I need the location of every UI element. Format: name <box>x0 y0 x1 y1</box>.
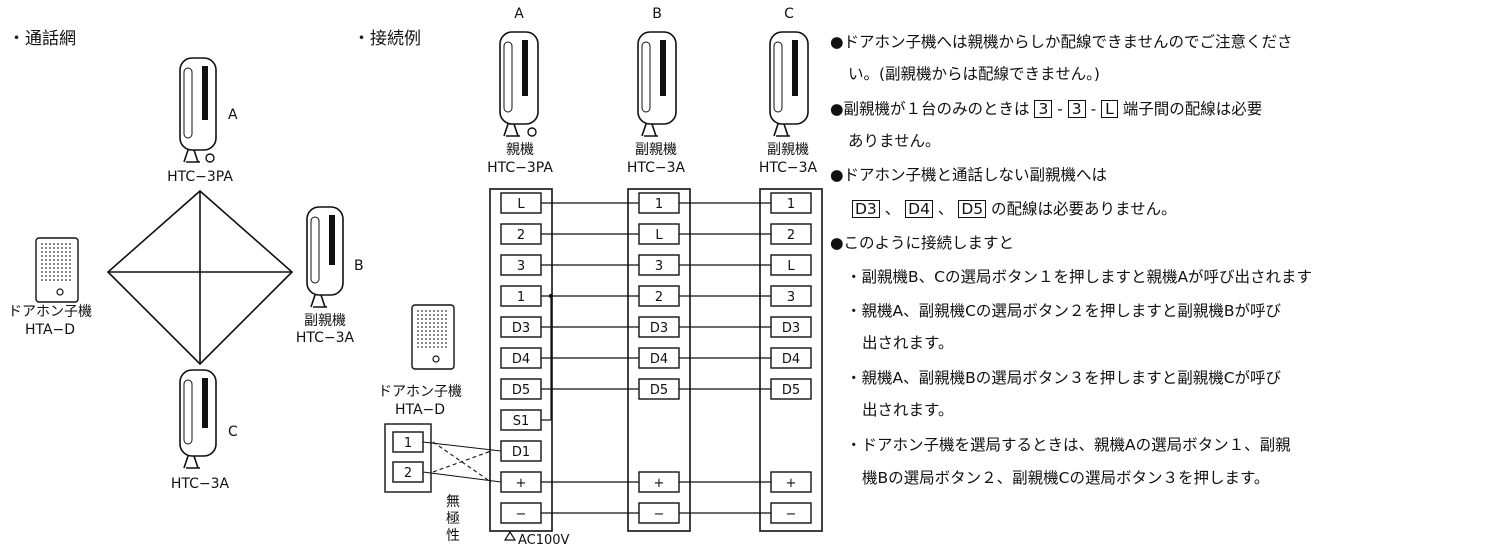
door-terminal-block <box>384 423 432 493</box>
terminal-label-a-0: L <box>517 197 525 212</box>
bullet-2b: 出されます。 <box>862 334 954 352</box>
door-terminal-label-1: 2 <box>404 466 412 481</box>
unit-a-letter: A <box>514 6 524 22</box>
unit-b-letter: B <box>652 6 662 22</box>
phone-b-role: 副親機 <box>304 313 346 329</box>
note-2b: ありません。 <box>848 132 941 150</box>
terminal-label-c-0: 1 <box>787 197 795 212</box>
door-wire-2 <box>422 471 502 483</box>
terminal-label-a-3: 1 <box>517 290 525 305</box>
terminal-label-a-6: D5 <box>512 383 530 398</box>
connection-diagram: L231D3D4D5S1D1+−1L32D3D4D5+−12L3D3D4D5+−… <box>384 31 823 541</box>
note-4: ●このように接続しますと <box>830 234 1015 252</box>
terminal-strip-a <box>489 188 553 532</box>
note-1b: い。(副親機からは配線できません。) <box>848 65 1100 83</box>
terminal-label-a-1: 2 <box>517 228 525 243</box>
terminal-label-a-9: + <box>516 476 527 491</box>
phone-c-letter: C <box>228 424 238 440</box>
terminal-label-c-5: D4 <box>782 352 800 367</box>
unit-b-role: 副親機 <box>635 142 677 158</box>
unit-a-role: 親機 <box>506 142 534 158</box>
bullet-3b: 出されます。 <box>862 401 954 419</box>
door-phone-icon <box>35 237 79 303</box>
bullet-4b: 機Bの選局ボタン２、副親機Cの選局ボタン３を押します。 <box>862 469 1270 487</box>
terminal-label-b-3: 2 <box>655 290 663 305</box>
terminal-strip-b <box>627 188 691 532</box>
phone-a-letter: A <box>228 107 238 123</box>
unit-c-model: HTC−3A <box>758 160 818 176</box>
terminal-label-c-4: D3 <box>782 321 800 336</box>
terminal-label-c-1: 2 <box>787 228 795 243</box>
note-2a: ●副親機が１台のみのときは 3 - 3 - L 端子間の配線は必要 <box>830 100 1263 118</box>
unit-c-letter: C <box>784 6 794 22</box>
terminal-label-b-5: D4 <box>650 352 668 367</box>
terminal-label-c-10: − <box>786 507 797 522</box>
conn-door-role: ドアホン子機 <box>378 384 462 400</box>
unit-a-phone-icon <box>499 31 539 137</box>
nonpolar-label-3: 性 <box>446 528 460 544</box>
terminal-label-b-2: 3 <box>655 259 663 274</box>
nonpolar-label-1: 無 <box>446 494 460 510</box>
door-phone-icon-2 <box>411 304 455 370</box>
jumper-node <box>548 293 554 299</box>
phone-b-icon <box>306 206 344 308</box>
unit-b-phone-icon <box>637 31 677 137</box>
terminal-label-c-9: + <box>786 476 797 491</box>
terminal-label-a-10: − <box>516 507 527 522</box>
phone-a-icon <box>179 57 217 163</box>
phone-a-model: HTC−3PA <box>167 169 233 185</box>
terminal-label-c-6: D5 <box>782 383 800 398</box>
bullet-3a: ・親機A、副親機Bの選局ボタン３を押しますと副親機Cが呼び <box>846 369 1282 387</box>
unit-b-model: HTC−3A <box>626 160 686 176</box>
note-1a: ●ドアホン子機へは親機からしか配線できませんのでご注意くださ <box>830 33 1293 51</box>
door-model: HTA−D <box>24 322 76 338</box>
phone-c-icon <box>179 369 217 469</box>
connection-title: ・接続例 <box>353 29 421 49</box>
terminal-label-c-2: L <box>787 259 795 274</box>
terminal-label-a-4: D3 <box>512 321 530 336</box>
note-3b: D3 、 D4 、 D5 の配線は必要ありません。 <box>852 199 1177 219</box>
bullet-1: ・副親機B、Cの選局ボタン１を押しますと親機Aが呼び出されます <box>846 268 1313 286</box>
phone-c-model: HTC−3A <box>170 476 230 492</box>
phone-b-model: HTC−3A <box>295 330 355 346</box>
terminal-label-c-3: 3 <box>787 290 795 305</box>
door-wire-x2 <box>432 450 492 473</box>
phone-b-letter: B <box>354 258 364 274</box>
terminal-strip-c <box>759 188 823 532</box>
terminal-label-b-10: − <box>654 507 665 522</box>
terminal-label-b-4: D3 <box>650 321 668 336</box>
door-role: ドアホン子機 <box>8 304 92 320</box>
network-title: ・通話網 <box>8 29 76 49</box>
unit-c-phone-icon <box>769 31 809 137</box>
terminal-label-a-8: D1 <box>512 445 530 460</box>
network-diagram <box>35 57 344 469</box>
terminal-label-b-9: + <box>654 476 665 491</box>
bullet-4a: ・ドアホン子機を選局するときは、親機Aの選局ボタン１、副親 <box>846 436 1291 454</box>
power-plug-icon <box>503 530 517 541</box>
terminal-label-a-5: D4 <box>512 352 530 367</box>
nonpolar-label-2: 極 <box>446 511 460 527</box>
unit-a-model: HTC−3PA <box>487 160 553 176</box>
terminal-label-b-1: L <box>655 228 663 243</box>
power-label: AC100V <box>518 533 570 548</box>
bullet-2a: ・親機A、副親機Cの選局ボタン２を押しますと副親機Bが呼び <box>846 302 1282 320</box>
terminal-label-b-6: D5 <box>650 383 668 398</box>
terminal-label-b-0: 1 <box>655 197 663 212</box>
unit-c-role: 副親機 <box>767 142 809 158</box>
terminal-label-a-2: 3 <box>517 259 525 274</box>
terminal-label-a-7: S1 <box>513 414 530 429</box>
note-3a: ●ドアホン子機と通話しない副親機へは <box>830 166 1108 184</box>
door-terminal-label-0: 1 <box>404 436 412 451</box>
conn-door-model: HTA−D <box>394 402 446 418</box>
